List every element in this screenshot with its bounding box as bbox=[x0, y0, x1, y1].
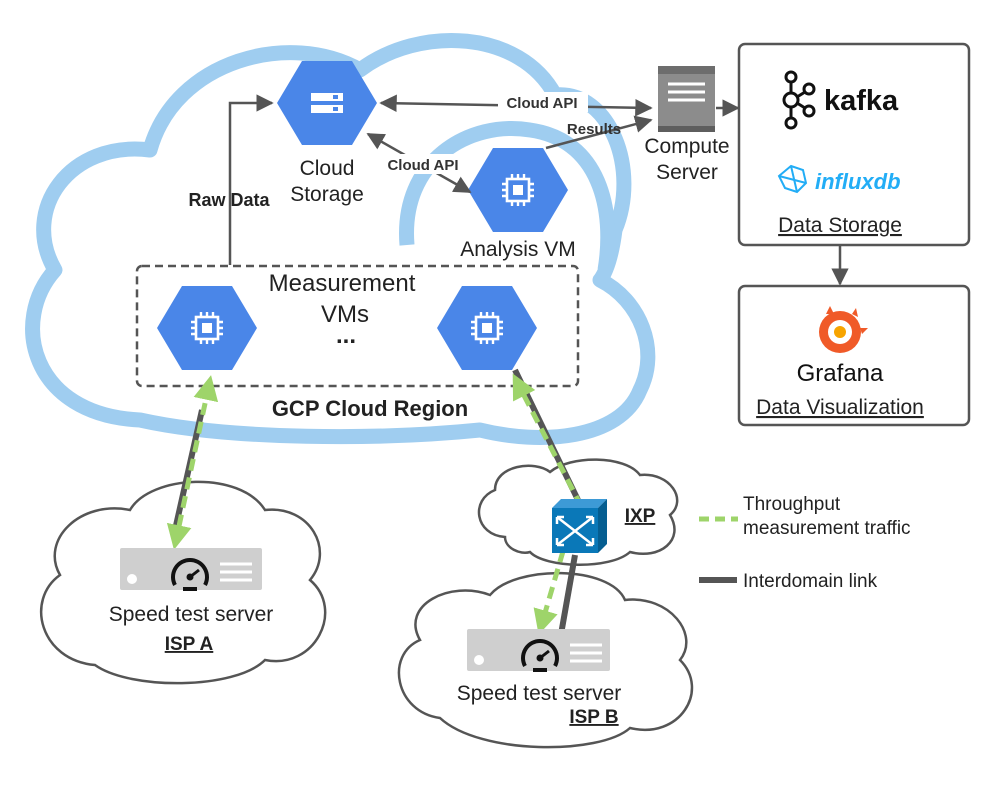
grafana-icon bbox=[819, 306, 868, 353]
compute-server-label-1: Compute bbox=[644, 135, 729, 158]
ixp-label: IXP bbox=[625, 506, 656, 527]
influxdb-icon bbox=[777, 164, 808, 194]
grafana-logo-text: Grafana bbox=[797, 360, 884, 387]
raw-data-arrow bbox=[228, 94, 274, 265]
influxdb-logo-text: influxdb bbox=[815, 169, 901, 194]
cloud-api-mid-label: Cloud API bbox=[387, 157, 458, 174]
kafka-logo-text: kafka bbox=[824, 85, 899, 117]
gcp-region-label: GCP Cloud Region bbox=[272, 396, 468, 421]
isp-a-label: ISP A bbox=[165, 634, 214, 655]
legend-throughput-label-2: measurement traffic bbox=[743, 518, 911, 539]
results-label: Results bbox=[567, 121, 621, 138]
compute-server-label-2: Server bbox=[656, 161, 718, 184]
cloud-api-mid-label-bg bbox=[380, 154, 468, 174]
measurement-vms-box bbox=[135, 264, 580, 388]
speed-test-server-a bbox=[120, 548, 262, 593]
measurement-vms-label-2: VMs bbox=[321, 301, 369, 328]
measurement-vm-left bbox=[157, 286, 257, 370]
cloud-storage-label-2: Storage bbox=[290, 183, 364, 206]
legend-interdomain-label: Interdomain link bbox=[743, 571, 878, 592]
analysis-vm-label: Analysis VM bbox=[460, 238, 576, 261]
isp-b-label: ISP B bbox=[569, 707, 618, 728]
cloud-api-top-label-bg bbox=[498, 92, 588, 112]
cloud-storage-node bbox=[277, 61, 377, 145]
cpu-chip-icon bbox=[189, 310, 225, 346]
interdomain-link-b-lower bbox=[557, 554, 578, 641]
cloud-storage-hexagon bbox=[277, 61, 377, 145]
speed-test-server-a-label: Speed test server bbox=[109, 603, 274, 626]
kafka-icon bbox=[782, 70, 816, 130]
storage-icon bbox=[311, 93, 343, 113]
legend-throughput-label-1: Throughput bbox=[743, 494, 841, 515]
compute-server-icon bbox=[658, 66, 715, 132]
measurement-vms-ellipsis: ... bbox=[336, 322, 356, 349]
speed-test-server-b bbox=[467, 629, 610, 674]
results-arrow bbox=[545, 115, 653, 150]
cloud-storage-label-1: Cloud bbox=[300, 157, 355, 180]
analysis-vm-node bbox=[468, 148, 568, 232]
data-visualization-caption: Data Visualization bbox=[756, 396, 924, 419]
data-storage-caption: Data Storage bbox=[778, 214, 902, 237]
raw-data-label: Raw Data bbox=[188, 190, 270, 210]
ixp-switch-icon bbox=[552, 499, 607, 553]
cloud-api-top-label: Cloud API bbox=[506, 95, 577, 112]
data-visualization-box bbox=[737, 284, 971, 427]
measurement-vm-right bbox=[437, 286, 537, 370]
speed-test-server-b-label: Speed test server bbox=[457, 682, 622, 705]
throughput-traffic-a bbox=[166, 375, 219, 550]
measurement-vms-label-1: Measurement bbox=[269, 270, 416, 297]
cpu-chip-icon bbox=[500, 172, 536, 208]
cpu-chip-icon bbox=[469, 310, 505, 346]
